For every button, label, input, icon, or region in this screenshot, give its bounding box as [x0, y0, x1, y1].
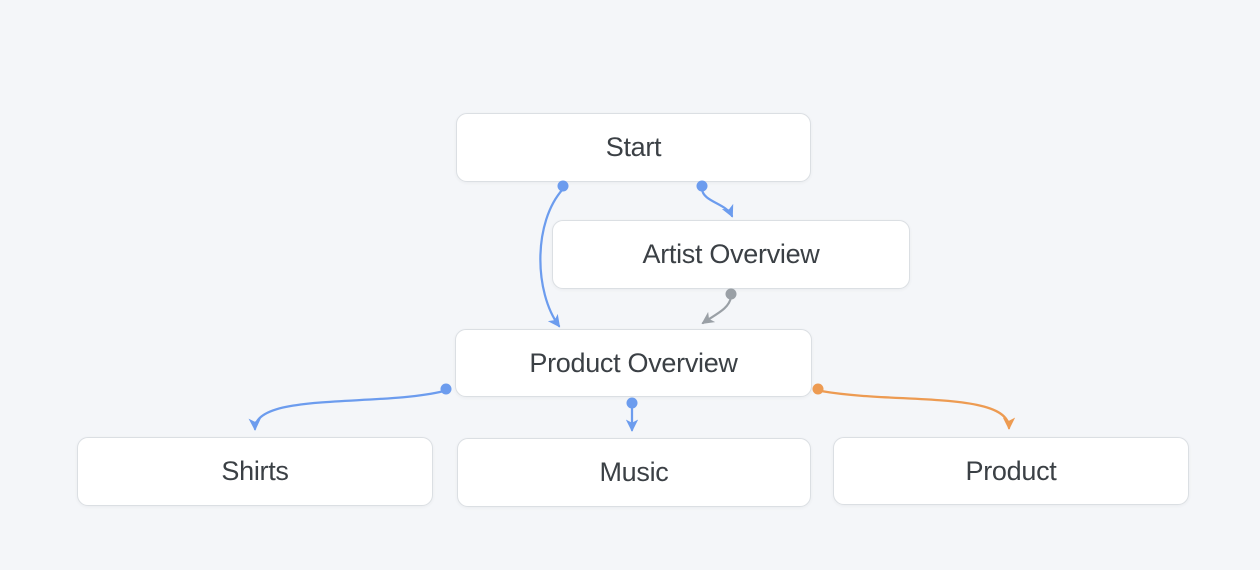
- node-label-product-overview: Product Overview: [529, 347, 738, 378]
- node-label-music: Music: [599, 457, 669, 487]
- edge-start-to-product-overview[interactable]: [539, 187, 565, 328]
- node-shirts[interactable]: Shirts: [77, 437, 433, 506]
- node-label-product: Product: [965, 455, 1057, 486]
- node-label-artist-overview: Artist Overview: [642, 239, 820, 269]
- edge-source-dot-product-overview-to-music[interactable]: [626, 397, 638, 409]
- node-music[interactable]: Music: [457, 438, 811, 507]
- edge-product-overview-to-shirts[interactable]: [248, 389, 446, 431]
- node-label-shirts: Shirts: [221, 456, 289, 486]
- node-label-start: Start: [605, 132, 662, 162]
- node-product-overview[interactable]: Product Overview: [455, 329, 812, 397]
- edge-source-dot-product-overview-to-shirts[interactable]: [440, 383, 452, 395]
- edge-artist-overview-to-product-overview[interactable]: [701, 295, 733, 325]
- node-artist-overview[interactable]: Artist Overview: [552, 220, 910, 289]
- edge-source-dot-product-overview-to-product[interactable]: [812, 383, 824, 395]
- edge-source-dot-start-to-product-overview[interactable]: [557, 180, 569, 192]
- edge-product-overview-to-product[interactable]: [819, 389, 1016, 430]
- node-product[interactable]: Product: [833, 437, 1189, 505]
- edge-source-dot-start-to-artist-overview[interactable]: [696, 180, 708, 192]
- node-start[interactable]: Start: [456, 113, 811, 182]
- edge-start-to-artist-overview[interactable]: [700, 187, 734, 218]
- edge-source-dot-artist-overview-to-product-overview[interactable]: [725, 288, 737, 300]
